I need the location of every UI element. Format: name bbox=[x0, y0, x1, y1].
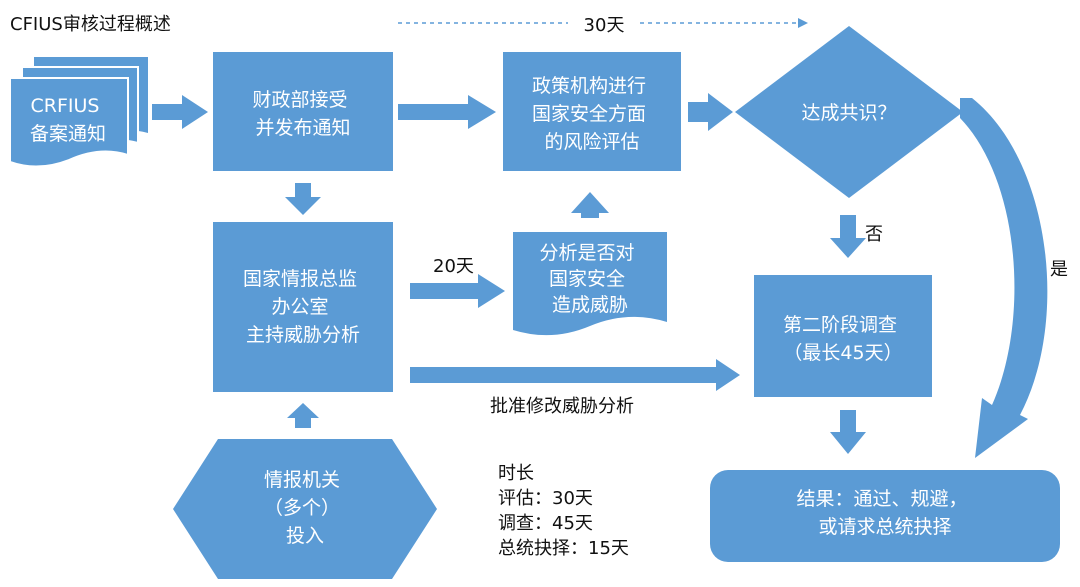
duration-legend: 时长 评估：30天 调查：45天 总统抉择：15天 bbox=[498, 463, 629, 559]
arrow-consensus-yes-curved bbox=[960, 98, 1048, 458]
arrow-treasury-to-dni bbox=[285, 183, 321, 215]
phase2-text: 第二阶段调查 （最长45天） bbox=[783, 314, 903, 364]
node-filing-notice: CRFIUS 备案通知 bbox=[9, 57, 148, 168]
notice-doc-front bbox=[9, 77, 129, 168]
node-treasury: 财政部接受 并发布通知 bbox=[213, 52, 393, 171]
arrow-dni-to-phase2 bbox=[410, 359, 740, 391]
result-text: 结果：通过、规避， 或请求总统抉择 bbox=[796, 488, 973, 538]
timeline-30-days: 30天 bbox=[398, 15, 808, 36]
node-consensus-decision: 达成共识？ bbox=[735, 26, 963, 198]
result-box bbox=[710, 470, 1060, 562]
policy-box bbox=[503, 52, 681, 171]
treasury-box bbox=[213, 52, 393, 171]
label-no: 否 bbox=[865, 224, 883, 245]
notice-text: CRFIUS 备案通知 bbox=[30, 95, 106, 145]
arrow-consensus-no bbox=[830, 215, 866, 258]
intel-hexagon bbox=[173, 439, 437, 579]
label-20-days: 20天 bbox=[433, 256, 474, 277]
diagram-title: CFIUS审核过程概述 bbox=[10, 14, 171, 35]
label-approve-revise: 批准修改威胁分析 bbox=[490, 396, 634, 417]
threat-doc-shape bbox=[513, 232, 667, 336]
node-dni: 国家情报总监 办公室 主持威胁分析 bbox=[213, 222, 393, 392]
arrow-dni-to-threat bbox=[410, 274, 505, 308]
arrow-treasury-to-policy bbox=[398, 95, 496, 129]
intel-text: 情报机关 （多个） 投入 bbox=[264, 469, 346, 547]
node-policy-assessment: 政策机构进行 国家安全方面 的风险评估 bbox=[503, 52, 681, 171]
policy-text: 政策机构进行 国家安全方面 的风险评估 bbox=[532, 75, 652, 153]
arrow-threat-to-policy bbox=[571, 192, 609, 218]
timeline-arrowhead bbox=[798, 18, 808, 28]
treasury-text: 财政部接受 并发布通知 bbox=[252, 89, 353, 139]
arrow-policy-to-consensus bbox=[688, 93, 733, 131]
node-result: 结果：通过、规避， 或请求总统抉择 bbox=[710, 470, 1060, 562]
arrow-notice-to-treasury bbox=[152, 95, 208, 129]
threat-text: 分析是否对 国家安全 造成威胁 bbox=[539, 242, 640, 316]
dni-text: 国家情报总监 办公室 主持威胁分析 bbox=[243, 268, 363, 346]
node-intel-agencies: 情报机关 （多个） 投入 bbox=[173, 439, 437, 579]
node-phase2-investigation: 第二阶段调查 （最长45天） bbox=[754, 275, 932, 397]
arrow-phase2-to-result bbox=[830, 410, 866, 454]
dni-box bbox=[213, 222, 393, 392]
consensus-text: 达成共识？ bbox=[801, 102, 896, 124]
node-threat-analysis: 分析是否对 国家安全 造成威胁 bbox=[513, 232, 667, 336]
phase2-box bbox=[754, 275, 932, 397]
label-yes: 是 bbox=[1050, 259, 1068, 280]
label-30-days: 30天 bbox=[584, 15, 625, 36]
consensus-diamond bbox=[735, 26, 963, 198]
arrow-intel-to-dni bbox=[287, 403, 319, 428]
